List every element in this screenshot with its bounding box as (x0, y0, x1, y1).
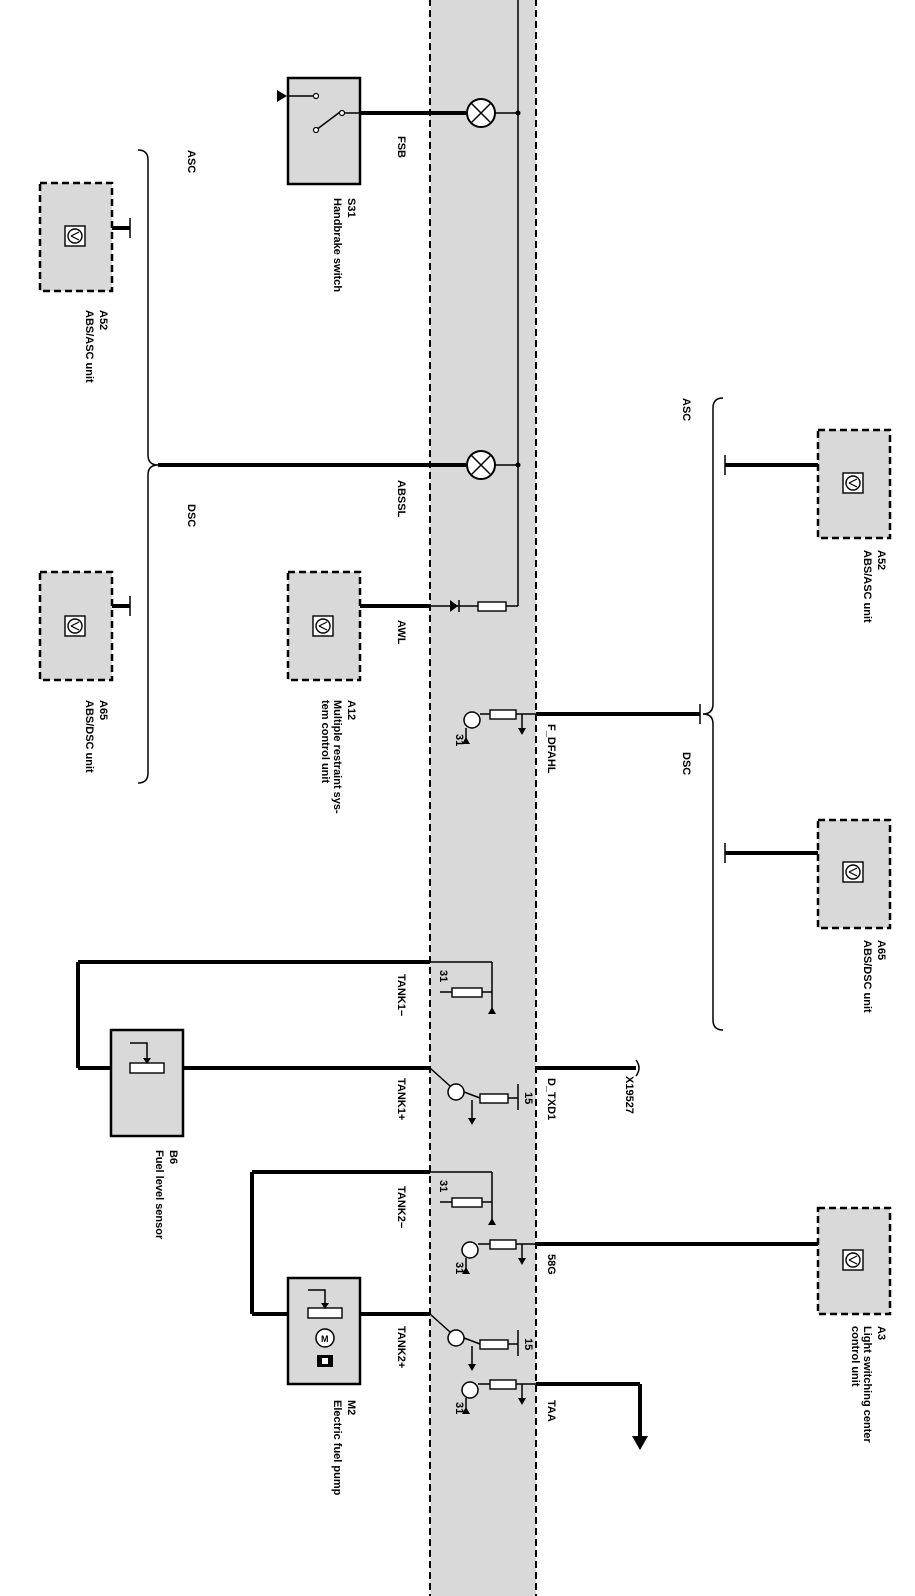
a52-left-unit (38, 181, 131, 293)
svg-text:M: M (321, 1334, 329, 1344)
label-s31-id: S31 (345, 198, 357, 218)
pin-31-a: 31 (453, 734, 465, 746)
airbag-warning-led-icon (430, 600, 518, 612)
a52-right-unit (816, 428, 892, 540)
label-a3-name-2: control unit (849, 1326, 861, 1387)
tank2-plus-input (429, 1313, 519, 1371)
label-tank2-plus: TANK2+ (395, 1326, 407, 1368)
handbrake-indicator-lamp-icon (466, 98, 496, 128)
label-a52-left-id: A52 (97, 310, 109, 330)
pin-31-c: 31 (437, 1180, 449, 1192)
label-asc-left: ASC (185, 150, 197, 173)
pin-31-b: 31 (437, 970, 449, 982)
label-m2-id: M2 (345, 1400, 357, 1415)
label-a65-left-name: ABS/DSC unit (83, 700, 95, 773)
a12-restraint-unit (286, 570, 362, 682)
label-x19527: X19527 (623, 1076, 635, 1114)
f-dfahl-transistor (462, 709, 536, 744)
label-a12-name-2: tem control unit (319, 700, 331, 783)
pin-15-a: 15 (522, 1092, 534, 1104)
a65-left-unit (38, 570, 131, 682)
s31-handbrake-switch (277, 76, 362, 186)
label-awl: AWL (395, 620, 407, 645)
label-dsc-left: DSC (185, 504, 197, 527)
label-abssl: ABSSL (395, 480, 407, 518)
taa-continuation-arrow-icon (632, 1436, 648, 1450)
label-b6-name: Fuel level sensor (153, 1150, 165, 1240)
label-a12-id: A12 (345, 700, 357, 720)
label-a65-left-id: A65 (97, 700, 109, 720)
label-a65-right-id: A65 (875, 940, 887, 960)
pin-31-d: 31 (453, 1262, 465, 1274)
label-fsb: FSB (395, 136, 407, 158)
b6-fuel-level-sensor (109, 1028, 185, 1138)
label-s31-name: Handbrake switch (331, 198, 343, 292)
label-a12-name-1: Multiple restraint sys- (331, 700, 343, 814)
pin-15-b: 15 (522, 1338, 534, 1350)
label-tank1-plus: TANK1+ (395, 1078, 407, 1120)
tank1-minus-input (430, 961, 496, 1014)
tank2-minus-input (430, 1171, 496, 1225)
label-a65-right-name: ABS/DSC unit (861, 940, 873, 1013)
label-a52-right-name: ABS/ASC unit (861, 550, 873, 623)
pin-31-e: 31 (453, 1402, 465, 1414)
label-dsc-right: DSC (680, 752, 692, 775)
label-b6-id: B6 (167, 1150, 179, 1164)
label-a3-id: A3 (875, 1326, 887, 1340)
label-tank1-minus: TANK1− (395, 974, 407, 1016)
label-m2-name: Electric fuel pump (331, 1400, 343, 1496)
label-taa: TAA (545, 1400, 557, 1422)
g58-dimmer-input (461, 1239, 536, 1274)
m2-electric-fuel-pump: M (286, 1276, 362, 1386)
label-a3-name-1: Light switching center (861, 1326, 873, 1443)
label-d-txd1: D_TXD1 (545, 1078, 557, 1120)
taa-output (461, 1379, 536, 1414)
instrument-cluster-band (429, 0, 537, 1596)
label-asc-right: ASC (680, 398, 692, 421)
label-tank2-minus: TANK2− (395, 1186, 407, 1228)
a65-right-unit (816, 818, 892, 930)
tank1-plus-input (429, 1067, 519, 1125)
label-a52-left-name: ABS/ASC unit (83, 310, 95, 383)
label-a52-right-id: A52 (875, 550, 887, 570)
abs-warning-lamp-icon (466, 450, 496, 480)
variant-bracket-right (702, 397, 724, 1031)
a3-light-switching-unit (816, 1206, 892, 1316)
label-f-dfahl: F_DFAHL (545, 724, 557, 774)
label-58g: 58G (545, 1254, 557, 1275)
x19527-connector-icon (635, 1059, 640, 1077)
variant-bracket-left (137, 149, 159, 784)
